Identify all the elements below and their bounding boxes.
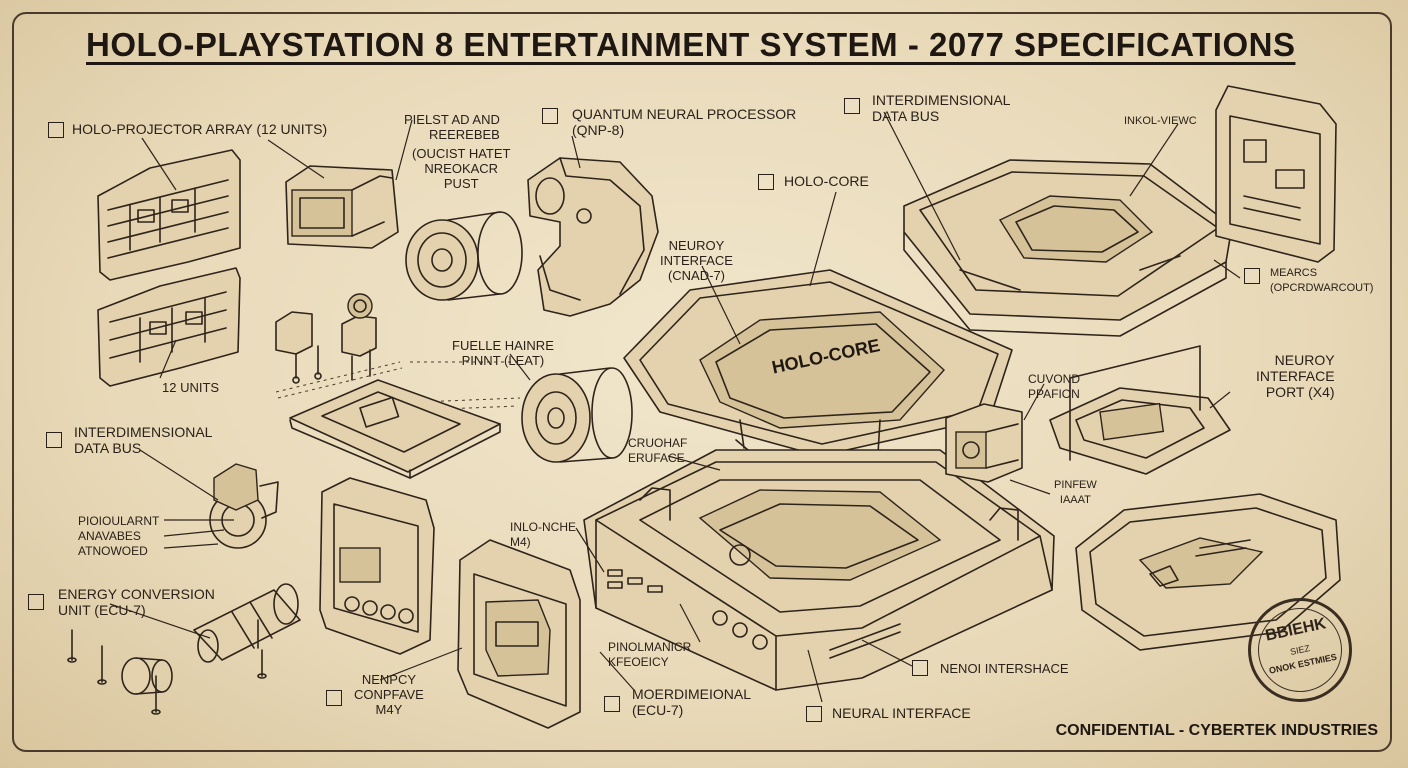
checkbox-data-bus-left[interactable] bbox=[46, 432, 62, 448]
fuelle-cylinder bbox=[521, 367, 633, 463]
label-inkol-viewc: INKOL-VIEWC bbox=[1124, 115, 1197, 127]
checkbox-holo-projector[interactable] bbox=[48, 122, 64, 138]
clamp-ring bbox=[209, 463, 279, 549]
label-oucist: (OUCIST HATET NREOKACR PUST bbox=[412, 146, 511, 191]
label-neuroy-cnad: NEUROY INTERFACE (CNAD-7) bbox=[660, 238, 733, 283]
label-inlo-nche: INLO-NCHE M4) bbox=[510, 520, 577, 549]
small-connectors bbox=[275, 293, 377, 384]
confidential-footer: CONFIDENTIAL - CYBERTEK INDUSTRIES bbox=[1055, 722, 1378, 739]
cover-shell bbox=[1075, 493, 1341, 651]
circuit-board bbox=[289, 379, 501, 479]
label-pinolmanicr: PINOLMANICR KFEOEICY bbox=[608, 640, 692, 669]
nenpcy-module bbox=[457, 539, 581, 729]
label-cuvond: CUVOND PPAFION bbox=[1028, 372, 1081, 401]
label-data-bus-top: INTERDIMENSIONAL DATA BUS bbox=[872, 92, 1011, 124]
interface-port-frame bbox=[1049, 345, 1231, 475]
label-data-bus-left: INTERDIMENSIONAL DATA BUS bbox=[74, 424, 213, 456]
label-12-units: 12 UNITS bbox=[162, 380, 220, 395]
checkbox-nenpcy[interactable] bbox=[326, 690, 342, 706]
checkbox-mearcs[interactable] bbox=[1244, 268, 1260, 284]
checkbox-holo-core[interactable] bbox=[758, 174, 774, 190]
label-neuroy-port: NEUROY INTERFACE PORT (x4) bbox=[1256, 352, 1335, 400]
holo-projector-panel-top bbox=[97, 149, 241, 281]
label-fuelle: FUELLE HAINRE PINNT (LEAT) bbox=[452, 338, 554, 368]
label-nenoi: NENOI INTERSHACE bbox=[940, 661, 1069, 676]
label-holo-core: HOLO-CORE bbox=[784, 173, 869, 189]
checkbox-moerdimeional[interactable] bbox=[604, 696, 620, 712]
holo-core-plate bbox=[623, 269, 1013, 469]
sheet-border bbox=[12, 12, 1392, 752]
cylinder-lens bbox=[405, 211, 523, 301]
label-moerdimeional: MOERDIMEIONAL (ECU-7) bbox=[632, 686, 752, 718]
handheld-module bbox=[319, 477, 435, 655]
checkbox-nenoi[interactable] bbox=[912, 660, 928, 676]
checkbox-qnp[interactable] bbox=[542, 108, 558, 124]
console-base bbox=[583, 449, 1055, 691]
inkol-console bbox=[903, 159, 1233, 337]
label-holo-projector: HOLO-PROJECTOR ARRAY (12 units) bbox=[72, 121, 328, 137]
checkbox-data-bus-top[interactable] bbox=[844, 98, 860, 114]
qnp-housing bbox=[527, 157, 659, 317]
leader-lines bbox=[109, 111, 1241, 703]
label-qnp: QUANTUM NEURAL PROCESSOR (QNP-8) bbox=[572, 106, 797, 138]
checkbox-neural-interface[interactable] bbox=[806, 706, 822, 722]
label-pielst: PIELST AD AND REEREBEB bbox=[404, 112, 500, 142]
pielst-lens-box bbox=[285, 165, 399, 249]
label-mearcs: MEARCS (OPCRDWARCOUT) bbox=[1270, 267, 1374, 294]
holo-projector-panel-bottom bbox=[97, 267, 241, 387]
label-energy-conversion: ENERGY CONVERSION UNIT (ECU-7) bbox=[58, 586, 215, 618]
label-cruohaf: CRUOHAF ERUFACE bbox=[628, 436, 688, 465]
energy-conversion-parts bbox=[67, 583, 301, 715]
label-pioioulannt: PIOIOULARNT ANAVABES ATNOWOED bbox=[78, 514, 160, 558]
inkol-board bbox=[1215, 85, 1337, 263]
label-nenpcy: NENPCY CONPFAVE M4Y bbox=[354, 672, 424, 717]
cuvond-cube bbox=[945, 403, 1023, 483]
label-neural-interface: NEURAL INTERFACE bbox=[832, 705, 971, 721]
checkbox-energy-conversion[interactable] bbox=[28, 594, 44, 610]
page-title: HOLO-PLAYSTATION 8 ENTERTAINMENT SYSTEM … bbox=[86, 26, 1296, 63]
label-pinfew: PINFEW IAAAT bbox=[1054, 479, 1097, 506]
